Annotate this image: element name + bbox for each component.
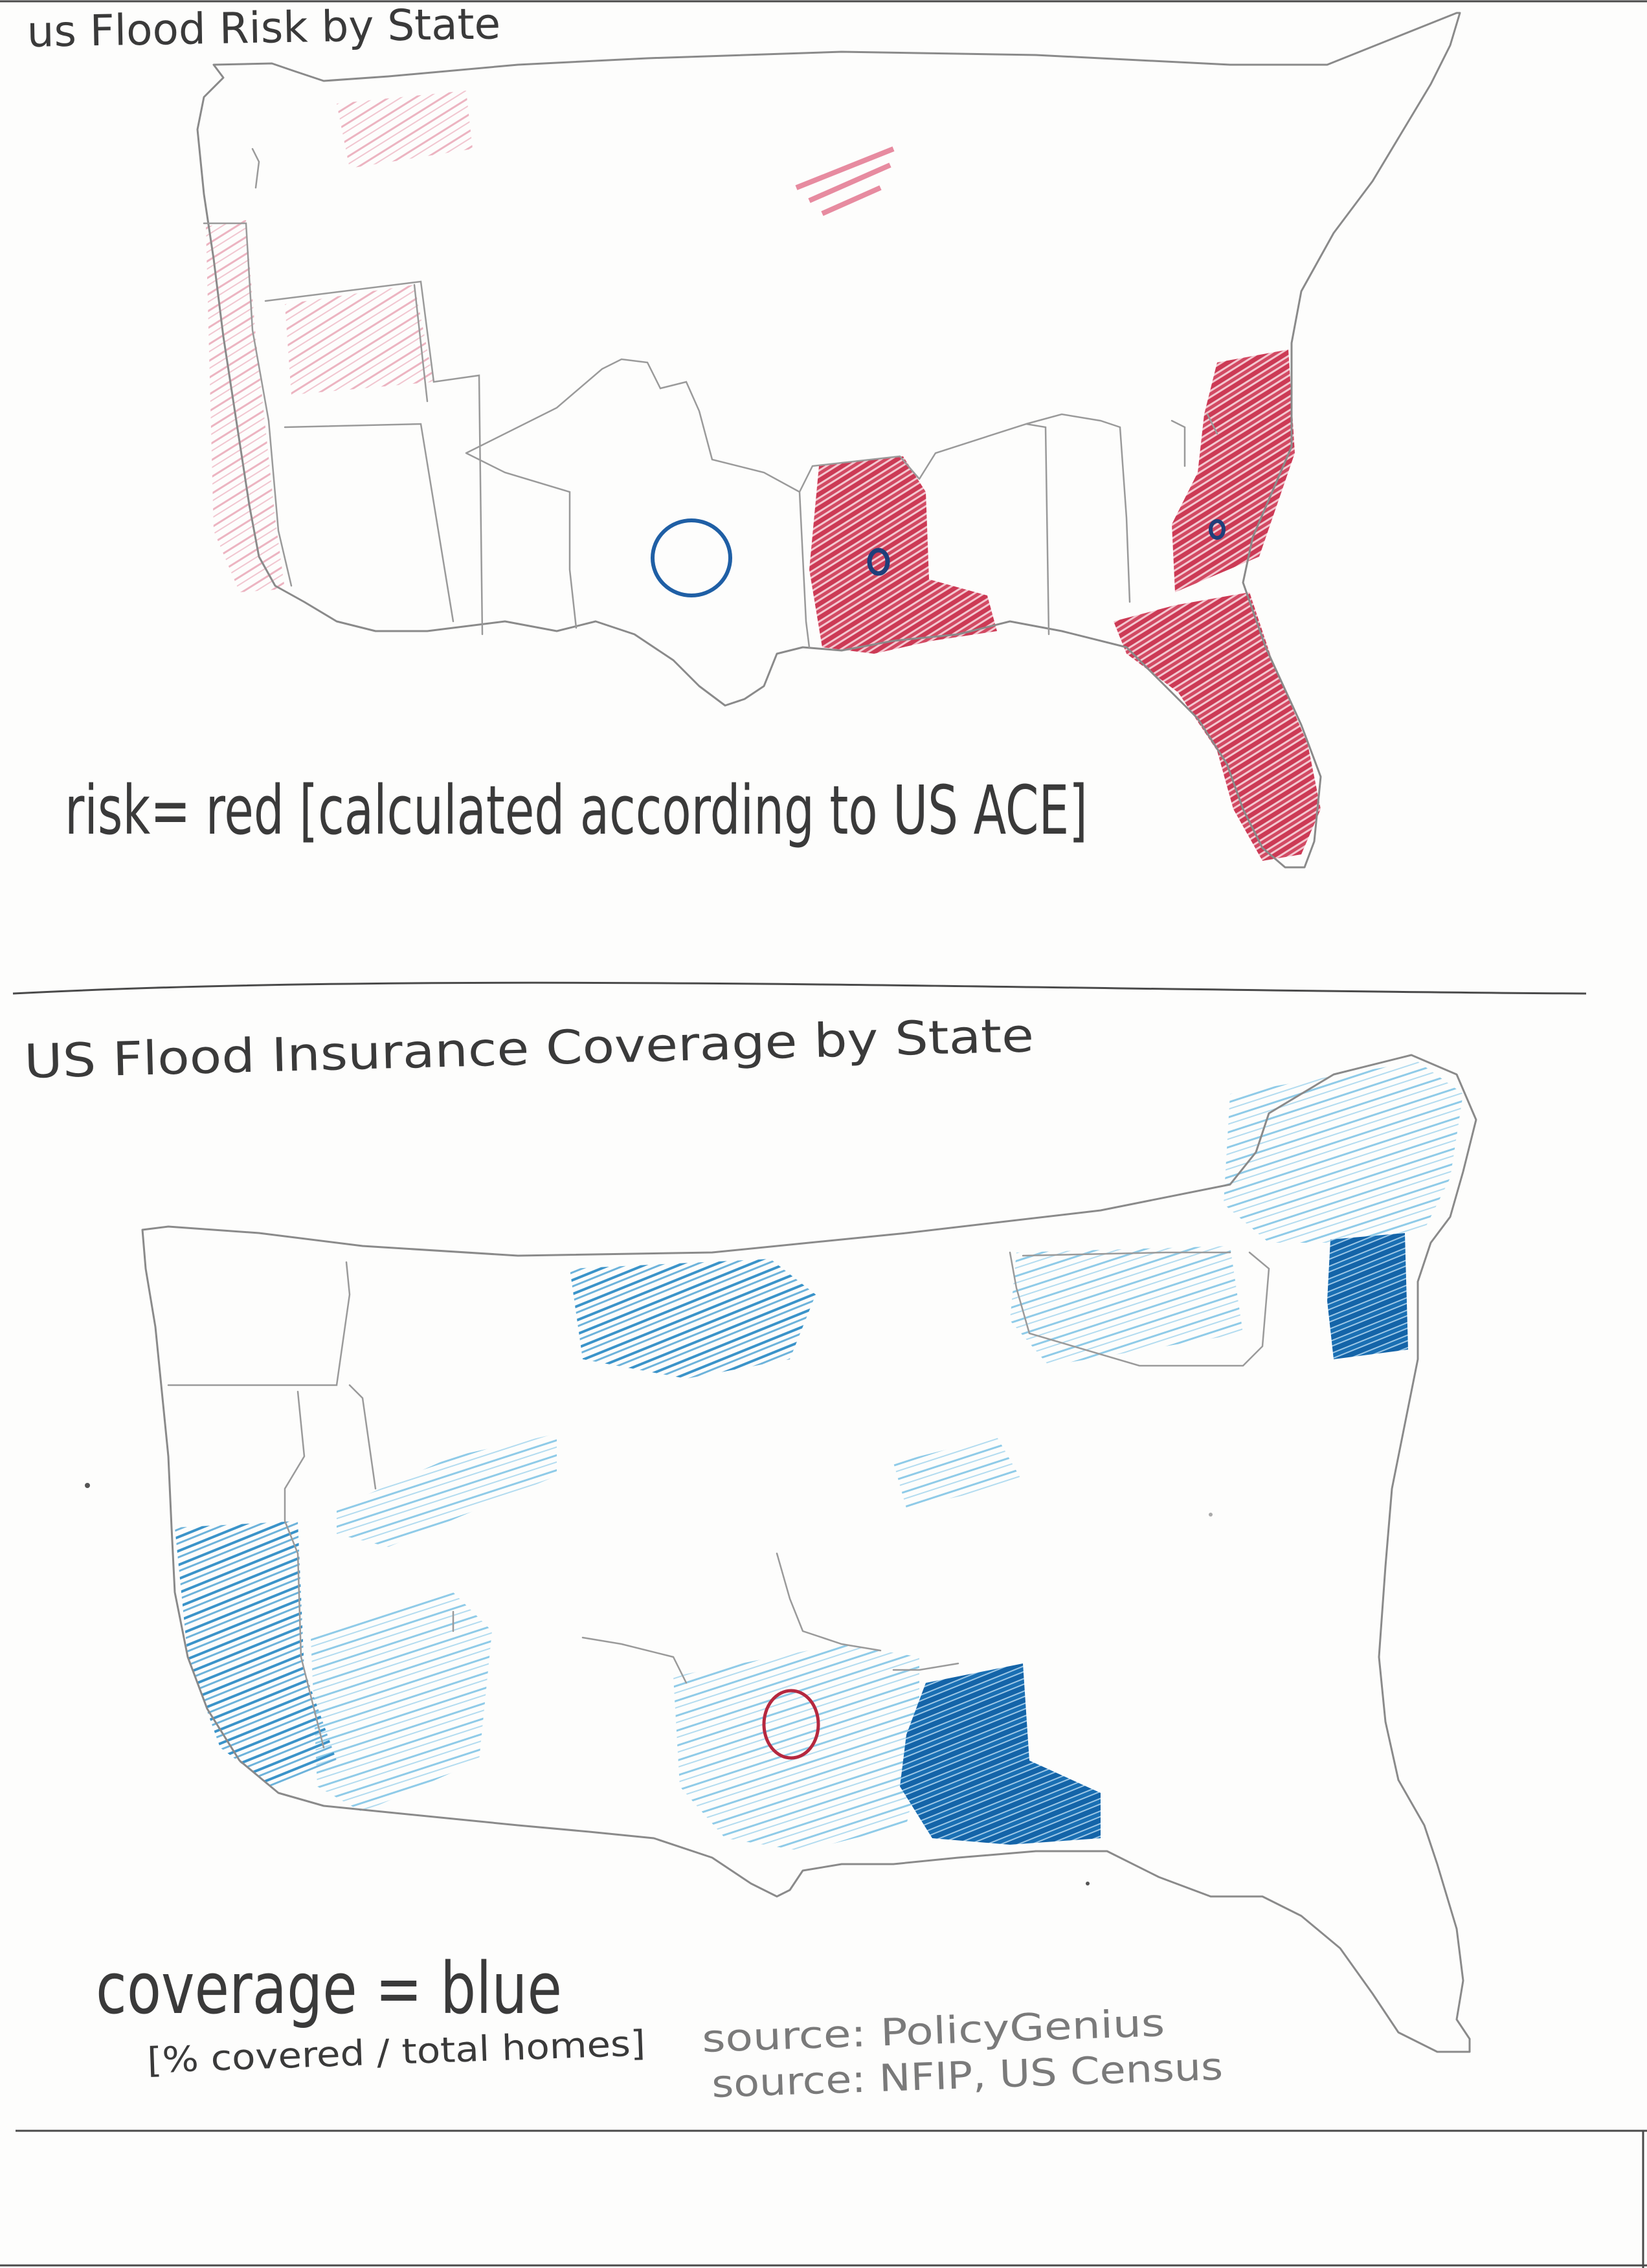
coverage-region-midwest — [893, 1437, 1023, 1508]
coverage-map-title: US Flood Insurance Coverage by State — [23, 1008, 1035, 1089]
coverage-map-outline — [141, 1054, 1477, 2053]
coverage-legend-main: coverage = blue — [96, 1947, 562, 2030]
risk-region-north-light — [337, 91, 473, 168]
stray-dot-3 — [1209, 1513, 1213, 1517]
map-divider — [12, 981, 1587, 995]
coverage-marker-open-circle — [762, 1689, 820, 1760]
coverage-map-state-borders — [167, 1251, 1270, 1749]
risk-region-texas-east — [809, 456, 997, 654]
coverage-region-north-plains — [570, 1259, 816, 1379]
coverage-region-southwest — [311, 1592, 492, 1812]
coverage-map: US Flood Insurance Coverage by State cov… — [23, 1008, 1477, 2106]
risk-map-title: us Flood Risk by State — [27, 0, 501, 57]
risk-region-northwest-light — [285, 285, 434, 395]
coverage-region-south-central — [673, 1644, 919, 1851]
coverage-legend-sub: [% covered / total homes] — [146, 2023, 646, 2081]
risk-map-outline — [196, 12, 1461, 869]
coverage-region-gulf-dark — [900, 1663, 1101, 1845]
risk-map: us Flood Risk by State risk= red [calcul… — [27, 0, 1461, 869]
risk-region-florida — [1114, 592, 1321, 861]
risk-marker-open-circle — [651, 518, 732, 597]
coverage-region-atlantic-dark — [1327, 1233, 1408, 1359]
risk-marker-small-dot-1 — [867, 548, 890, 576]
risk-marker-small-dot-2 — [1209, 519, 1226, 540]
coverage-region-great-lakes — [1010, 1246, 1243, 1366]
coverage-region-northwest — [337, 1434, 557, 1547]
stray-dot-2 — [1086, 1882, 1090, 1885]
stray-dot-1 — [85, 1483, 90, 1488]
risk-region-north-stroke — [795, 146, 895, 216]
risk-map-state-borders — [203, 148, 1218, 649]
coverage-region-northeast — [1224, 1062, 1463, 1243]
risk-region-west-coast — [206, 220, 285, 592]
risk-region-atlantic — [1172, 350, 1295, 592]
risk-map-legend: risk= red [calculated according to US AC… — [65, 771, 1088, 850]
